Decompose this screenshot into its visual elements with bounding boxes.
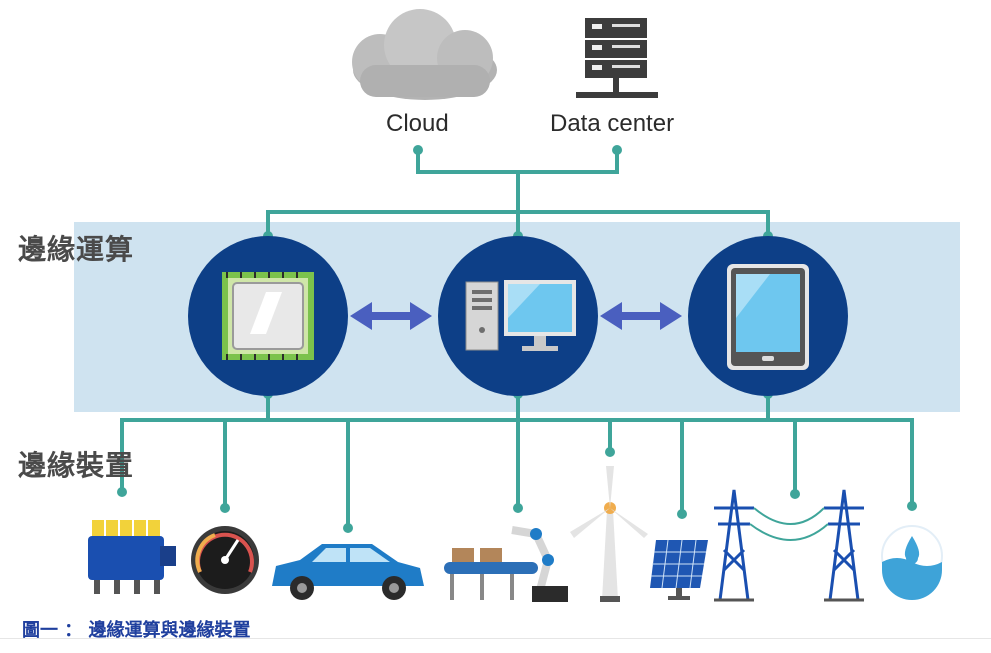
engine-icon (88, 520, 176, 594)
water-icon (881, 525, 943, 600)
desktop-computer-icon (465, 280, 576, 351)
double-arrow-right (600, 302, 682, 330)
robot-conveyor-icon (444, 526, 568, 602)
caption-divider (0, 638, 991, 639)
car-icon (272, 544, 424, 600)
cloud-label: Cloud (386, 110, 449, 137)
connectors (120, 150, 914, 526)
figure-caption: 圖一 ： 邊緣運算與邊緣裝置 (22, 620, 251, 641)
server-icon (576, 18, 658, 98)
power-tower-icon (714, 489, 864, 602)
tablet-icon (727, 264, 809, 370)
solar-panel-icon (650, 539, 708, 600)
data-center-label: Data center (550, 110, 675, 137)
cpu-chip-icon (222, 272, 314, 360)
gauge-icon (191, 526, 259, 594)
edge-computing-label: 邊緣運算 (18, 233, 135, 266)
wind-turbine-icon (570, 466, 648, 602)
edge-devices-label: 邊緣裝置 (18, 449, 135, 482)
double-arrow-left (350, 302, 432, 330)
cloud-icon (352, 9, 497, 100)
